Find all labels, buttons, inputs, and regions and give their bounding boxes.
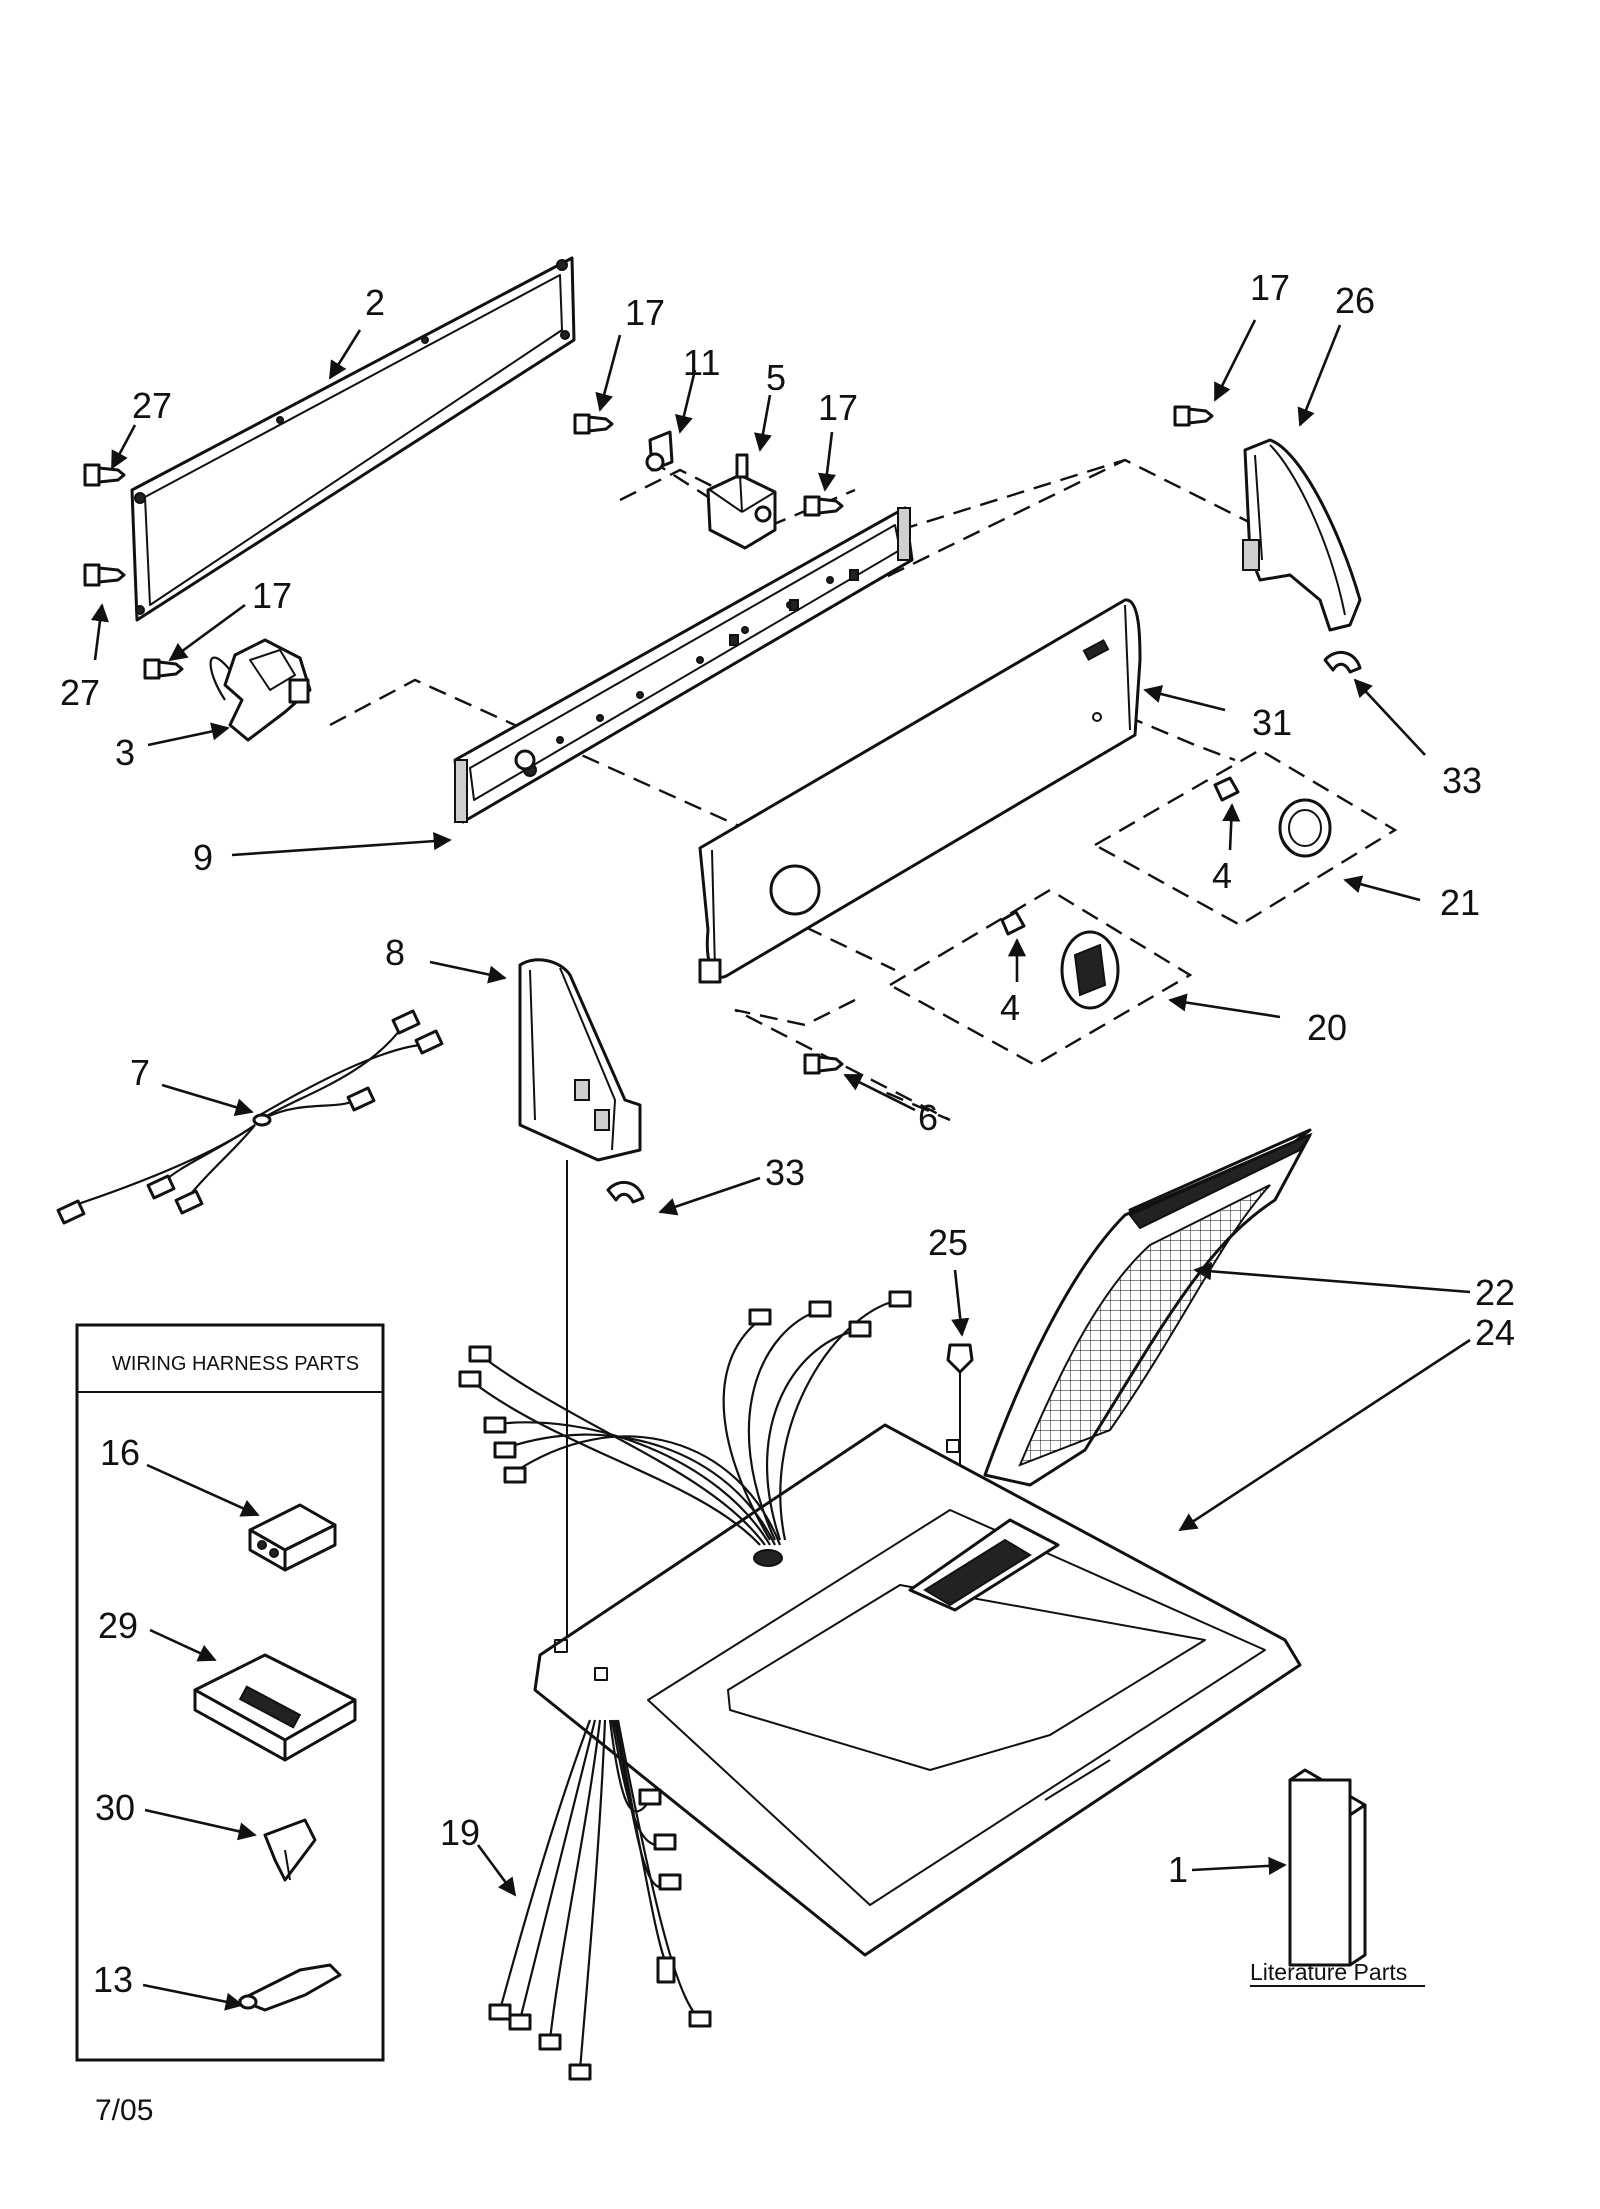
- part-6-screw: [803, 1053, 844, 1075]
- part-3-switch: [209, 638, 312, 742]
- part-27-screw-lower: [83, 563, 126, 587]
- revision-date: 7/05: [95, 2094, 153, 2127]
- callout-17-upper-left: 17: [625, 292, 665, 333]
- part-19-harness: [488, 1719, 712, 2081]
- top-wire-connectors: [458, 1290, 912, 1484]
- part-4-clip-lower: [1000, 910, 1026, 936]
- part-9-control-bracket: [453, 506, 914, 824]
- part-33-clip-right: [1323, 651, 1362, 674]
- callout-4-lower: 4: [1000, 987, 1020, 1028]
- part-22-lint-screen: [983, 1128, 1313, 1487]
- callout-7: 7: [130, 1052, 150, 1093]
- callout-13: 13: [93, 1959, 133, 2000]
- part-17-screw-center: [803, 495, 844, 517]
- part-27-screw-upper: [83, 463, 126, 487]
- callout-17-right: 17: [1250, 267, 1290, 308]
- part-29-connector: [193, 1653, 357, 1762]
- callout-17-left: 17: [252, 575, 292, 616]
- part-21-knob: [1278, 798, 1332, 858]
- part-26-end-cap: [1242, 438, 1362, 632]
- callout-labels: 2 27 27 17 11 5 17 17 3 9 17 26 31 33 4 …: [60, 267, 1515, 2127]
- wiring-box-title: WIRING HARNESS PARTS: [112, 1353, 359, 1375]
- leader-arrows: [90, 319, 1471, 2011]
- callout-26: 26: [1335, 280, 1375, 321]
- callout-2: 2: [365, 282, 385, 323]
- part-16-connector: [248, 1503, 337, 1572]
- part-30-clip: [263, 1818, 317, 1882]
- callout-11: 11: [683, 342, 720, 383]
- part-13-terminal: [238, 1963, 342, 2012]
- part-4-clip-upper: [1213, 776, 1240, 802]
- callout-25: 25: [928, 1222, 968, 1263]
- callout-16: 16: [100, 1432, 140, 1473]
- callout-30: 30: [95, 1787, 135, 1828]
- part-20-knob: [1060, 930, 1120, 1010]
- part-11-bracket: [645, 430, 674, 472]
- callout-17-center: 17: [818, 387, 858, 428]
- part-7-harness: [56, 1009, 444, 1225]
- callout-20: 20: [1307, 1007, 1347, 1048]
- part-2-rear-panel: [130, 256, 576, 622]
- callout-5: 5: [766, 357, 786, 398]
- part-17-screw-left: [143, 658, 184, 680]
- callout-1: 1: [1168, 1849, 1188, 1890]
- callout-24: 24: [1475, 1312, 1515, 1353]
- part-24-top: [533, 1423, 1302, 1957]
- callout-33-left: 33: [765, 1152, 805, 1193]
- callout-9: 9: [193, 837, 213, 878]
- callout-22: 22: [1475, 1272, 1515, 1313]
- callout-19: 19: [440, 1812, 480, 1853]
- top-wire-bundles: [458, 1290, 912, 1567]
- callout-6: 6: [918, 1097, 938, 1138]
- literature-parts-label: Literature Parts: [1250, 1959, 1407, 1985]
- callout-29: 29: [98, 1605, 138, 1646]
- wiring-harness-box: [75, 1323, 385, 2062]
- callout-27-lower: 27: [60, 672, 100, 713]
- part-31-console: [698, 598, 1142, 984]
- callout-27-upper: 27: [132, 385, 172, 426]
- callout-33-right: 33: [1442, 760, 1482, 801]
- callout-8: 8: [385, 932, 405, 973]
- part-17-screw-right: [1173, 405, 1214, 427]
- part-25-screw: [946, 1343, 974, 1380]
- part-33-clip-left: [606, 1181, 645, 1204]
- callout-3: 3: [115, 732, 135, 773]
- part-5-control: [706, 453, 777, 550]
- part-1-literature: [1288, 1768, 1367, 1967]
- callout-31: 31: [1252, 702, 1292, 743]
- callout-21: 21: [1440, 882, 1480, 923]
- callout-4-upper: 4: [1212, 855, 1232, 896]
- part-8-end-cap: [518, 958, 642, 1162]
- part-17-screw-upper-left: [573, 413, 614, 435]
